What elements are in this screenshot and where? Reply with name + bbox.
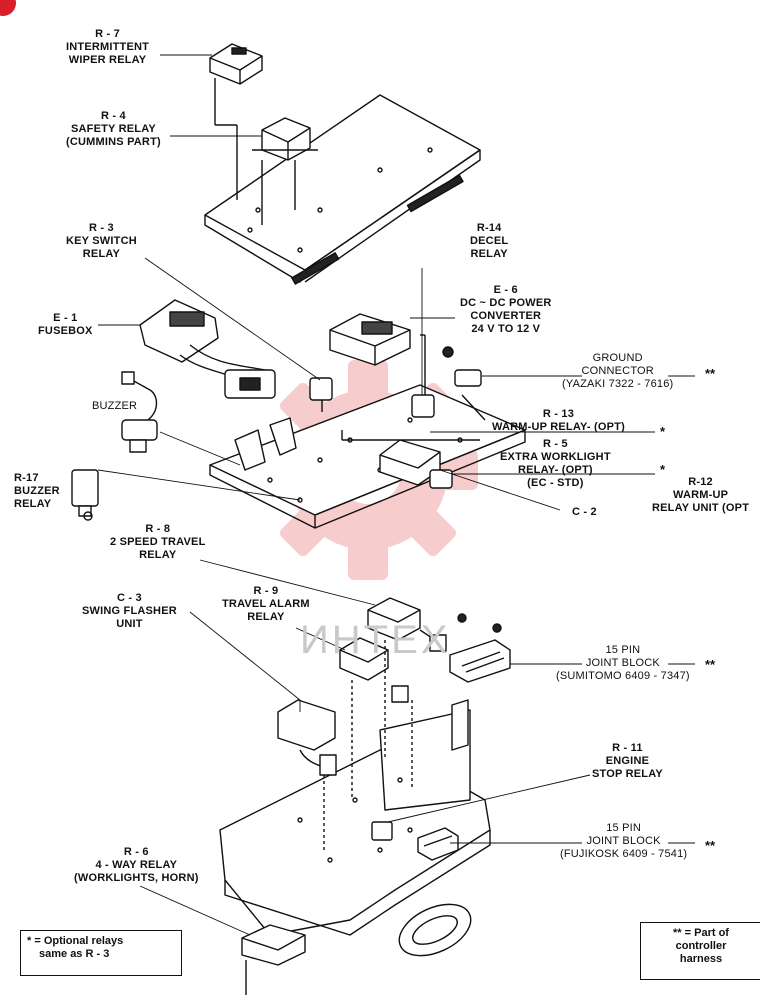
dc-converter-shape <box>329 313 411 366</box>
buzzer-shape <box>121 371 158 453</box>
joint-block-2-shape <box>417 827 459 861</box>
lower-mounting-plate <box>219 699 491 936</box>
r11-relay-shape <box>371 821 393 841</box>
r14-relay-shape <box>411 394 435 418</box>
legend-controller-harness: ** = Part of controller harness <box>640 922 760 980</box>
r3-relay-shape <box>309 377 333 401</box>
joint-block-1-shape <box>449 613 511 683</box>
r4-relay-shape <box>252 117 318 161</box>
r17-relay-shape <box>71 469 99 521</box>
middle-mounting-plate <box>209 384 526 529</box>
r6-relay-shape <box>241 924 306 966</box>
marker-ground-connector: ** <box>705 366 716 381</box>
r7-relay-shape <box>209 43 263 85</box>
c3-unit-shape <box>277 699 337 776</box>
marker-r5: * <box>660 462 666 477</box>
label-c2: C - 2 <box>572 506 597 518</box>
marker-joint-block-2: ** <box>705 838 716 853</box>
legend-optional-relays: * = Optional relays same as R - 3 <box>20 930 182 976</box>
marker-r13: * <box>660 424 666 439</box>
ground-connector-shape <box>442 346 486 421</box>
corner-badge <box>0 0 16 16</box>
fusebox-shape <box>139 299 276 399</box>
grommet-shape <box>398 903 472 957</box>
watermark-text: ИНТЕХ <box>300 618 451 662</box>
leader-lines <box>97 54 695 936</box>
top-mounting-plate <box>204 94 481 285</box>
r8-relay-shape <box>367 597 447 652</box>
r9-relay-shape <box>339 637 409 703</box>
label-buzzer: BUZZER <box>92 400 138 412</box>
marker-joint-block-1: ** <box>705 657 716 672</box>
